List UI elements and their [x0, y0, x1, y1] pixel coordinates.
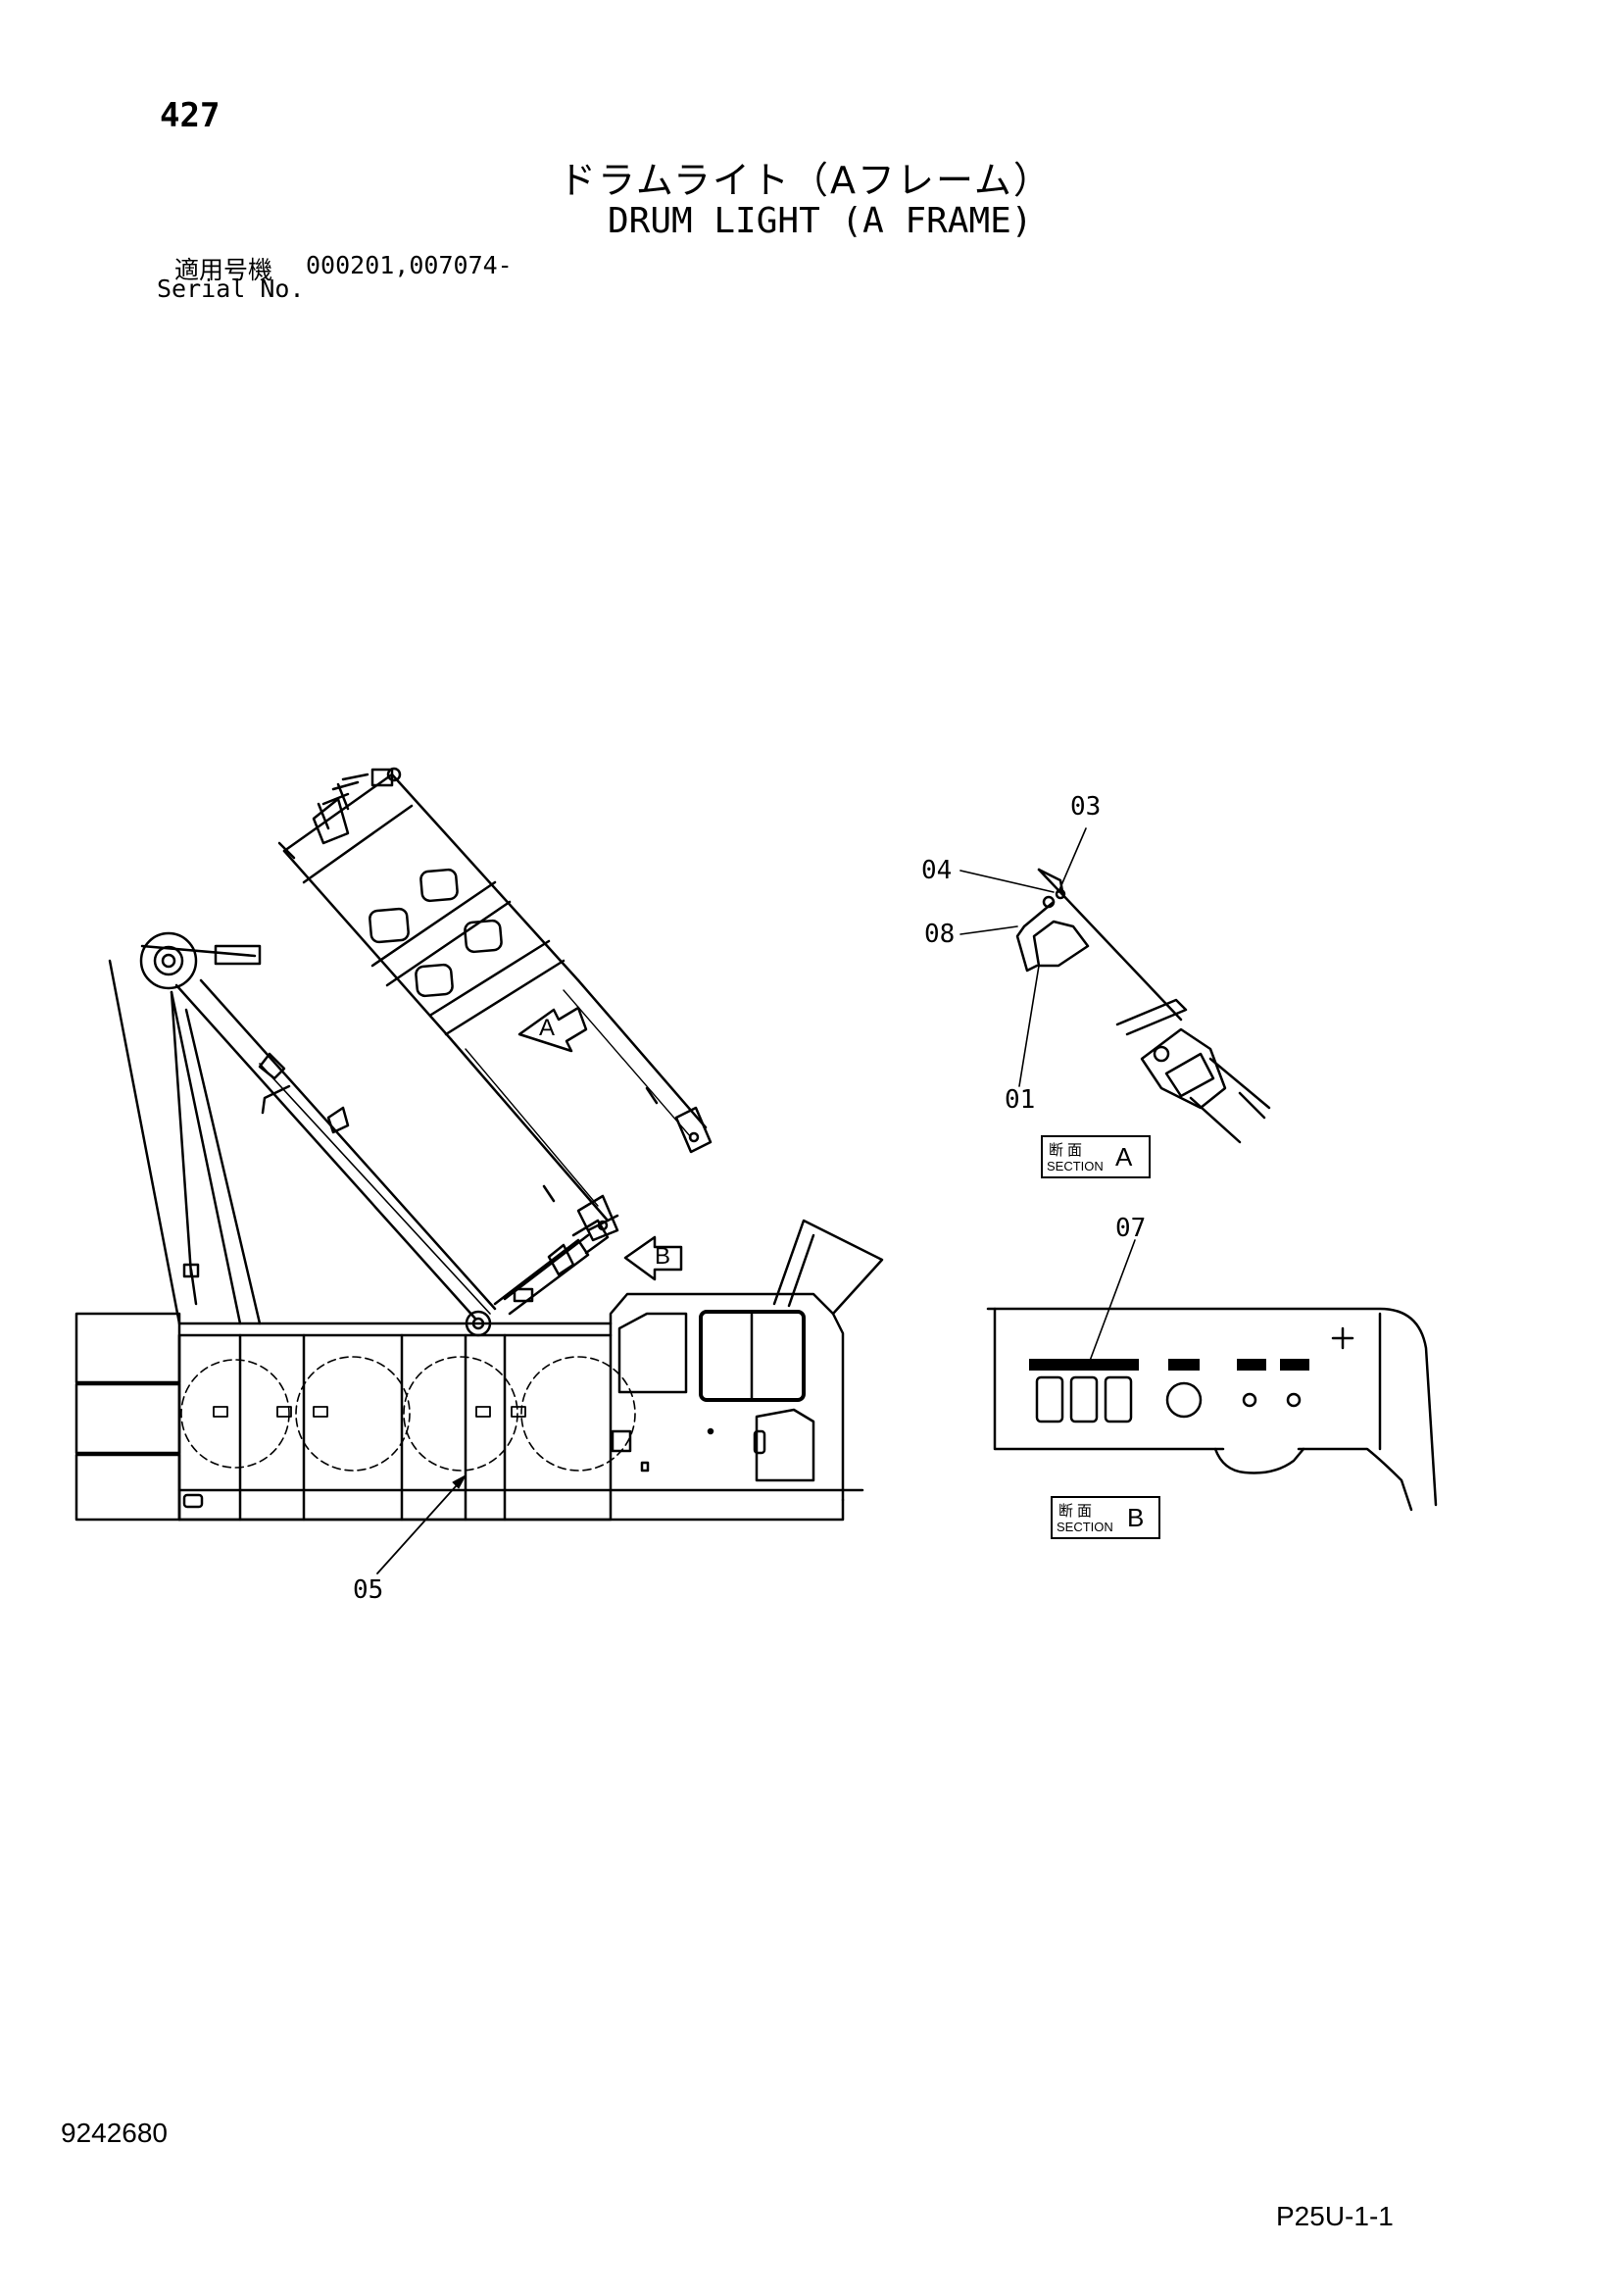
- section-a-label: 断面 SECTION A: [1041, 1135, 1151, 1178]
- view-marker-b: B: [655, 1243, 671, 1270]
- title-english: DRUM LIGHT (A FRAME): [608, 201, 1033, 241]
- section-a-detail: [959, 827, 1271, 1144]
- section-b-letter: B: [1127, 1503, 1145, 1532]
- section-a-letter: A: [1115, 1142, 1133, 1172]
- callout-08: 08: [924, 920, 956, 949]
- serial-value: 000201,007074-: [306, 251, 513, 279]
- boom-drawing: [174, 978, 619, 1337]
- serial-label-japanese: 適用号機: [174, 256, 273, 284]
- panel-label-right: [1280, 1359, 1309, 1371]
- view-a-arrow: [517, 1006, 588, 1053]
- crane-body-drawing: [74, 1219, 884, 1522]
- callout-05: 05: [353, 1575, 384, 1605]
- title-japanese: ドラムライト（Aフレーム）: [559, 159, 1053, 202]
- panel-label-key: [1168, 1359, 1200, 1371]
- callout-01: 01: [1005, 1085, 1036, 1115]
- document-number: 9242680: [61, 2118, 169, 2148]
- panel-label-left: [1237, 1359, 1266, 1371]
- section-a-label-jp: 断面: [1049, 1141, 1087, 1159]
- section-a-label-en: SECTION: [1047, 1159, 1104, 1173]
- upper-frame-drawing: [277, 767, 713, 1242]
- view-b-arrow: [623, 1235, 683, 1281]
- section-b-label-en: SECTION: [1057, 1520, 1113, 1534]
- section-b-label: 断面 SECTION B: [1051, 1496, 1160, 1539]
- callout-07: 07: [1115, 1214, 1147, 1243]
- page-code: P25U-1-1: [1276, 2201, 1394, 2231]
- serial-label-english: Serial No.: [157, 275, 305, 303]
- callout-03: 03: [1070, 792, 1102, 822]
- a-frame-mast-drawing: [108, 931, 262, 1325]
- section-b-label-jp: 断面: [1058, 1502, 1097, 1520]
- callout-04: 04: [921, 856, 953, 885]
- page-number: 427: [160, 96, 221, 135]
- section-b-detail: [986, 1239, 1438, 1512]
- panel-label-drum-light: [1029, 1359, 1139, 1371]
- view-marker-a: A: [539, 1015, 556, 1041]
